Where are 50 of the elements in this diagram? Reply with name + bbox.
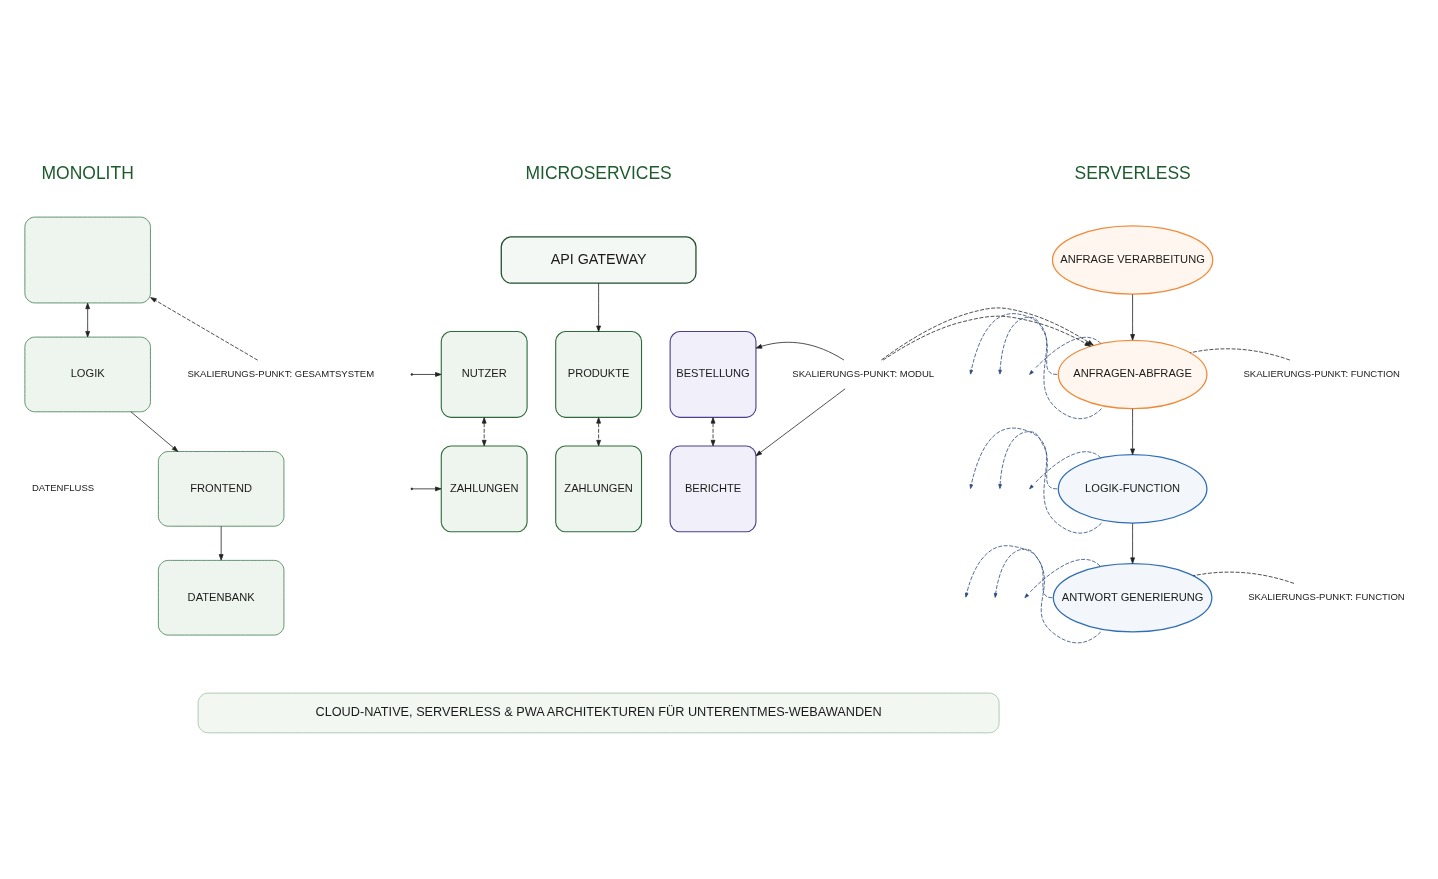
arrow [755, 341, 845, 360]
label: SERVERLESS [1074, 162, 1191, 183]
node-box: API GATEWAY [500, 235, 697, 284]
arrow [412, 371, 442, 377]
label: MONOLITH [41, 162, 134, 183]
arrow [998, 316, 1058, 375]
node-text: SKALIERUNGS-PUNKT: FUNCTION [1243, 367, 1400, 379]
node-ellipse: ANFRAGE VERARBEITUNG [1051, 224, 1214, 295]
node-box: FRONTEND [158, 450, 285, 527]
arrow [965, 544, 1102, 643]
arrow [596, 282, 601, 332]
arrow [218, 525, 224, 560]
label: DATENFLUSS [31, 481, 95, 493]
node-box: DATENBANK [158, 559, 285, 635]
node-ellipse: ANTWORT GENERIERUNG [1052, 562, 1213, 633]
arrow [1024, 558, 1101, 598]
arrow [1130, 407, 1135, 455]
arrow [1130, 522, 1135, 564]
arrow [481, 416, 487, 446]
node-ellipse: LOGIK-FUNCTION [1057, 453, 1208, 524]
node-box: BESTELLUNG [669, 330, 757, 418]
arrow [85, 302, 90, 337]
node-box: ZAHLUNGEN [440, 444, 528, 532]
arrow [1130, 293, 1135, 340]
arrow [969, 312, 1102, 419]
arrow [596, 416, 601, 446]
arrow [969, 427, 1102, 534]
arrow [993, 548, 1053, 598]
connector [1192, 571, 1295, 584]
arrow [881, 307, 1094, 360]
node-box [24, 216, 151, 303]
arrow [710, 416, 716, 446]
node-box: PRODUKTE [555, 330, 643, 418]
label: MICROSERVICES [525, 162, 672, 183]
arrow [412, 486, 442, 491]
arrow [998, 430, 1058, 489]
node-box: CLOUD-NATIVE, SERVERLESS & PWA ARCHITEKTUREN FÜR UNTERENTMES-WEBAWANDEN [197, 692, 1000, 733]
arrow [1029, 336, 1102, 375]
node-box: BERICHTE [669, 444, 757, 532]
node-box: NUTZER [440, 330, 528, 418]
node-box: ZAHLUNGEN [555, 444, 643, 532]
node-text: SKALIERUNGS-PUNKT: FUNCTION [1248, 590, 1405, 602]
arrow [755, 387, 846, 456]
node-box: LOGIK [24, 336, 151, 412]
connector [1189, 347, 1291, 360]
node-text: SKALIERUNGS-PUNKT: GESAMTSYSTEM [187, 367, 375, 379]
arrow [150, 296, 258, 360]
node-text: SKALIERUNGS-PUNKT: MODUL [792, 367, 935, 379]
arrow [1029, 450, 1102, 489]
arrow [130, 410, 179, 452]
